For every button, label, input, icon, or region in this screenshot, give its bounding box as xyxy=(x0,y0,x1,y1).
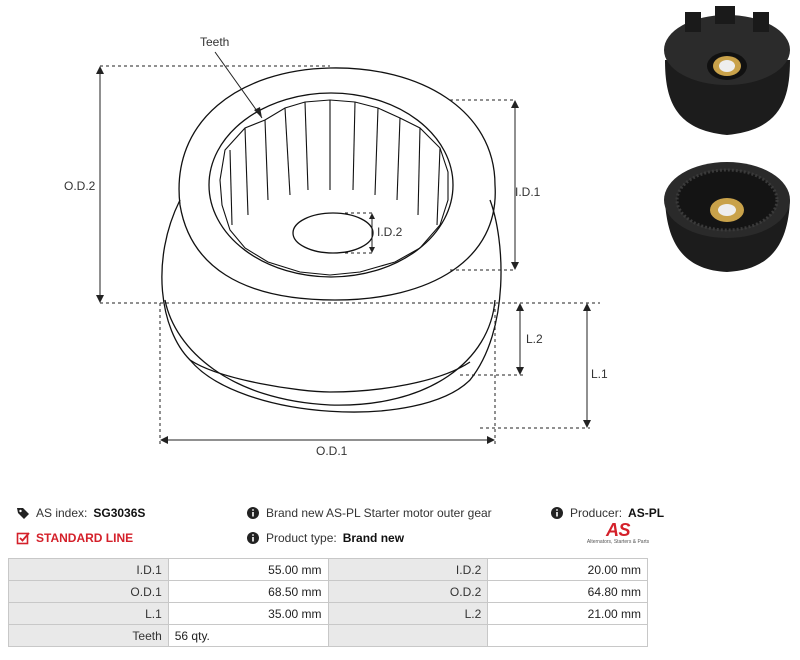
as-index-value: SG3036S xyxy=(93,506,146,520)
line-row: STANDARD LINE xyxy=(16,531,133,545)
callout-od1: O.D.1 xyxy=(316,444,348,458)
standard-line-label: STANDARD LINE xyxy=(36,531,134,545)
info-icon xyxy=(247,507,259,519)
outer-cylinder-band xyxy=(164,299,496,406)
spec-value: 55.00 mm xyxy=(167,558,329,581)
table-row: O.D.1 68.50 mm O.D.2 64.80 mm xyxy=(8,580,648,603)
spec-key: L.2 xyxy=(327,602,489,625)
product-photo xyxy=(664,6,790,272)
spec-value xyxy=(487,624,648,647)
spec-key xyxy=(327,624,489,647)
as-index-label: AS index: xyxy=(36,506,88,520)
tag-icon xyxy=(17,508,29,519)
product-type-label: Product type: xyxy=(266,531,337,545)
logo-mark: AS xyxy=(605,520,631,540)
outer-cylinder-bottom xyxy=(189,359,471,393)
spec-value: 64.80 mm xyxy=(487,580,648,603)
checkbox-icon xyxy=(16,532,30,545)
callout-id1: I.D.1 xyxy=(515,185,541,199)
upper-cylinder xyxy=(178,67,496,301)
table-row: Teeth 56 qty. xyxy=(8,624,648,647)
spec-table: I.D.1 55.00 mm I.D.2 20.00 mm O.D.1 68.5… xyxy=(8,558,648,647)
description-row: Brand new AS-PL Starter motor outer gear xyxy=(246,506,492,520)
producer-value: AS-PL xyxy=(628,506,665,520)
producer-row: Producer: AS-PL xyxy=(550,506,664,520)
spec-value: 21.00 mm xyxy=(487,602,648,625)
table-row: L.1 35.00 mm L.2 21.00 mm xyxy=(8,602,648,625)
description-text: Brand new AS-PL Starter motor outer gear xyxy=(266,506,492,520)
as-index-row: AS index: SG3036S xyxy=(16,506,145,520)
info-icon xyxy=(247,532,259,544)
product-type-row: Product type: Brand new xyxy=(246,531,404,545)
spec-value: 56 qty. xyxy=(167,624,329,647)
spec-key: O.D.1 xyxy=(8,580,169,603)
center-hole xyxy=(292,212,374,254)
info-icon xyxy=(551,507,563,519)
photo-top-view xyxy=(664,6,790,135)
outer-cylinder xyxy=(161,199,502,413)
inner-bore xyxy=(208,92,454,278)
technical-drawing: Teeth O.D.2 I.D.1 I.D.2 L.2 L.1 O.D.1 xyxy=(64,35,608,458)
producer-label: Producer: xyxy=(570,506,623,520)
spec-key: Teeth xyxy=(8,624,169,647)
product-type-value: Brand new xyxy=(342,531,405,545)
spec-value: 68.50 mm xyxy=(167,580,329,603)
spec-value: 35.00 mm xyxy=(167,602,329,625)
callout-l1: L.1 xyxy=(591,367,608,381)
as-pl-logo: AS Alternators, Starters & Parts xyxy=(585,521,651,545)
spec-key: I.D.1 xyxy=(8,558,169,581)
callout-teeth: Teeth xyxy=(200,35,229,49)
callout-l2: L.2 xyxy=(526,332,543,346)
table-row: I.D.1 55.00 mm I.D.2 20.00 mm xyxy=(8,558,648,581)
photo-bottom-view xyxy=(664,162,790,272)
spec-value: 20.00 mm xyxy=(487,558,648,581)
callout-od2: O.D.2 xyxy=(64,179,96,193)
spec-key: I.D.2 xyxy=(327,558,489,581)
spec-key: O.D.2 xyxy=(327,580,489,603)
logo-tagline: Alternators, Starters & Parts xyxy=(586,539,650,545)
callout-id2: I.D.2 xyxy=(377,225,403,239)
spec-key: L.1 xyxy=(8,602,169,625)
